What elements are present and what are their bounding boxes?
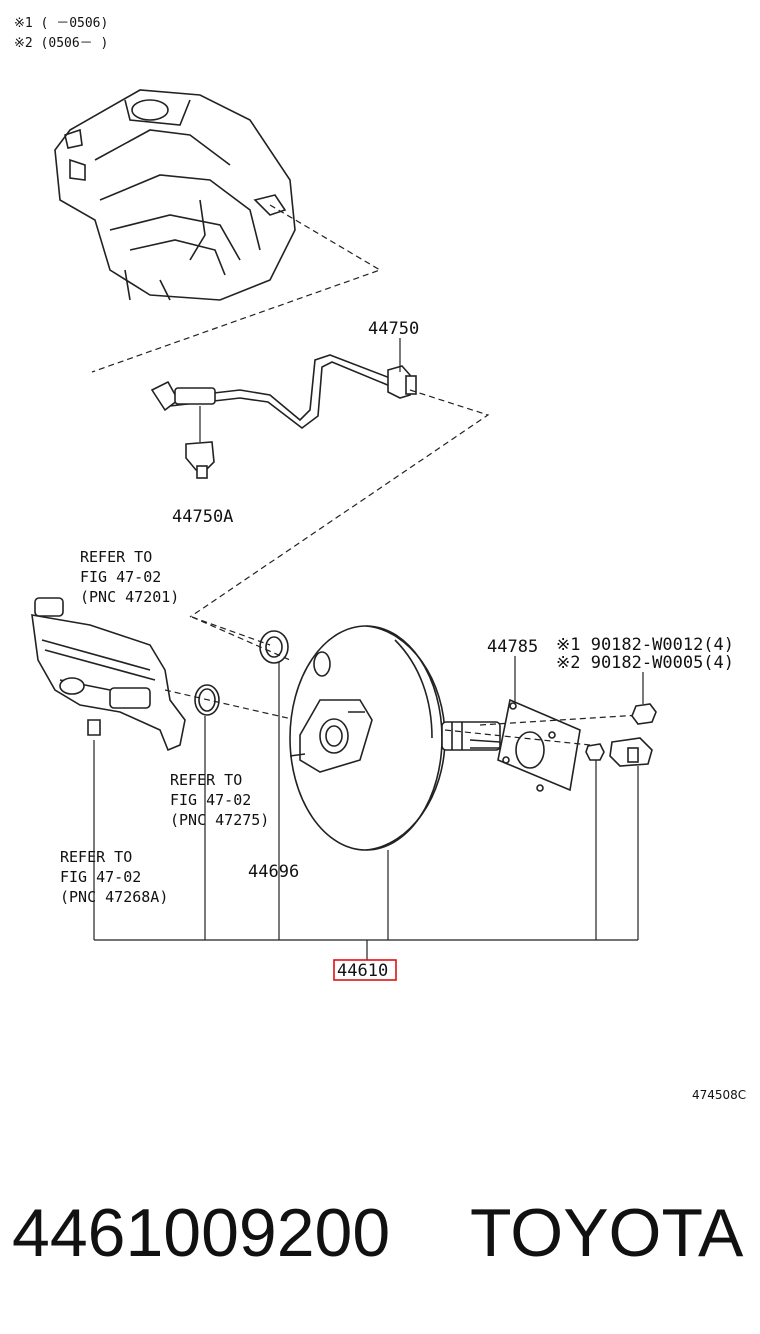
tube-dash-lead	[189, 389, 490, 618]
ref-47201-line1[interactable]: REFER TO	[80, 548, 152, 566]
footer-brand: TOYOTA	[470, 1195, 744, 1271]
vacuum-tube-illustration	[150, 354, 417, 430]
brake-booster-illustration	[289, 625, 501, 851]
assembly-bracket	[93, 662, 639, 960]
o-ring-illustration	[194, 684, 220, 716]
highlight-box	[333, 959, 397, 981]
ref-47275-line2[interactable]: FIG 47-02	[170, 791, 251, 809]
part-label-44750a[interactable]: 44750A	[172, 507, 233, 527]
seal-illustration	[259, 630, 289, 664]
nut-label-2[interactable]: ※2 90182-W0005(4)	[556, 653, 734, 673]
footer-part-number: 4461009200	[12, 1195, 390, 1271]
ref-47268a-line1[interactable]: REFER TO	[60, 848, 132, 866]
master-cylinder-illustration	[31, 597, 186, 752]
ref-47201-line2[interactable]: FIG 47-02	[80, 568, 161, 586]
gasket-illustration	[497, 698, 581, 792]
manifold-dash-lead	[91, 204, 382, 373]
engine-manifold-illustration	[54, 89, 296, 301]
tube-clip-illustration	[185, 441, 215, 479]
ref-47268a-line2[interactable]: FIG 47-02	[60, 868, 141, 886]
part-label-44610[interactable]: 44610	[337, 961, 388, 981]
variant-note-1: ※1 ( －0506)	[14, 16, 108, 31]
part-label-44696[interactable]: 44696	[248, 862, 299, 882]
part-label-44785[interactable]: 44785	[487, 637, 538, 657]
nut-label-1[interactable]: ※1 90182-W0012(4)	[556, 635, 734, 655]
ref-47201-line3[interactable]: (PNC 47201)	[80, 588, 179, 606]
ref-47268a-line3[interactable]: (PNC 47268A)	[60, 888, 168, 906]
nut-illustration-2	[585, 743, 605, 761]
ref-47275-line3[interactable]: (PNC 47275)	[170, 811, 269, 829]
illustration-code: 474508C	[692, 1088, 746, 1102]
variant-note-2: ※2 (0506－ )	[14, 36, 108, 51]
part-label-44750[interactable]: 44750	[368, 319, 419, 339]
nut-illustration	[631, 703, 657, 725]
ref-47275-line1[interactable]: REFER TO	[170, 771, 242, 789]
